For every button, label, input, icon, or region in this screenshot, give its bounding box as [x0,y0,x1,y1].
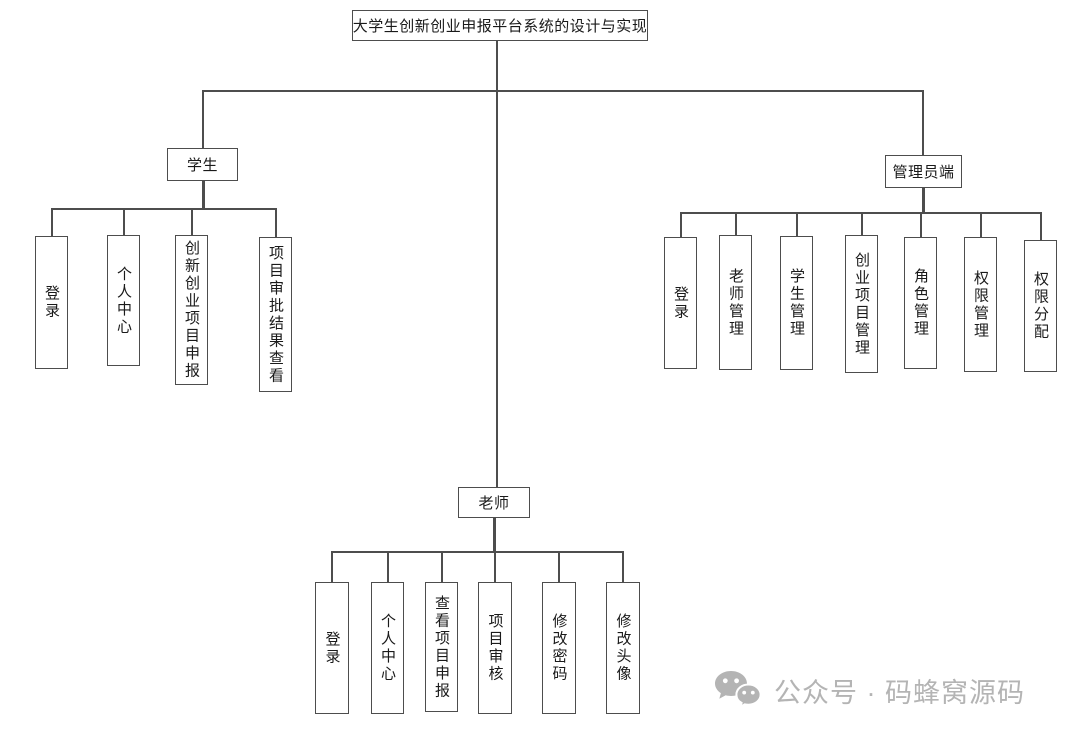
node-label: 学生管理 [788,268,805,338]
node-admin-student-management: 学生管理 [780,236,813,370]
connector-line [123,208,125,235]
node-admin: 管理员端 [885,155,962,188]
node-teacher-login: 登录 [315,582,349,714]
connector-line [493,518,496,552]
connector-line [558,551,560,582]
node-admin-teacher-management: 老师管理 [719,235,752,370]
node-teacher: 老师 [458,487,530,518]
node-teacher-personal-center: 个人中心 [371,582,404,714]
node-teacher-change-password: 修改密码 [542,582,576,714]
node-teacher-project-review: 项目审核 [478,582,512,714]
node-label: 修改密码 [550,613,568,683]
node-label: 项目审核 [486,613,504,683]
node-label: 创新创业项目申报 [183,240,200,380]
node-label: 登录 [672,285,689,321]
connector-line [202,181,205,209]
node-teacher-label: 老师 [478,495,510,512]
connector-line [51,208,277,210]
connector-line [202,90,924,92]
node-root-label: 大学生创新创业申报平台系统的设计与实现 [352,18,648,35]
connector-line [922,188,925,213]
node-admin-permission-assignment: 权限分配 [1024,240,1057,372]
node-label: 项目审批结果查看 [267,244,284,385]
node-label: 权限管理 [972,269,989,340]
connector-line [920,212,922,237]
node-label: 登录 [43,285,60,320]
connector-line [331,551,623,553]
connector-line [622,551,624,582]
connector-line [1040,212,1042,240]
node-admin-login: 登录 [664,237,697,369]
connector-line [202,90,204,148]
node-admin-venture-project-management: 创业项目管理 [845,235,878,373]
node-student-project-apply: 创新创业项目申报 [175,235,208,385]
connector-line [496,41,498,487]
node-label: 个人中心 [115,265,132,336]
node-teacher-view-project-apply: 查看项目申报 [425,582,458,712]
node-student-approval-result-view: 项目审批结果查看 [259,237,292,392]
node-admin-label: 管理员端 [892,164,955,181]
node-label: 权限分配 [1032,271,1049,341]
node-student-personal-center: 个人中心 [107,235,140,366]
wechat-icon [714,670,762,711]
node-root: 大学生创新创业申报平台系统的设计与实现 [352,10,648,41]
connector-line [51,208,53,236]
node-student: 学生 [167,148,238,181]
connector-line [191,208,193,235]
node-label: 个人中心 [379,613,396,683]
watermark-text: 公众号 · 码蜂窝源码 [774,678,1025,708]
connector-line [387,551,389,582]
node-admin-role-management: 角色管理 [904,237,937,369]
node-student-label: 学生 [186,157,218,174]
connector-line [861,212,863,235]
connector-line [494,551,496,582]
connector-line [331,551,333,582]
node-admin-permission-management: 权限管理 [964,237,997,372]
node-label: 修改头像 [614,613,632,683]
node-student-login: 登录 [35,236,68,369]
node-label: 老师管理 [727,267,744,338]
connector-line [275,208,277,237]
connector-line [680,212,682,237]
connector-line [735,212,737,235]
node-label: 创业项目管理 [853,251,870,357]
connector-line [980,212,982,237]
node-label: 查看项目申报 [433,594,450,700]
connector-line [796,212,798,236]
connector-line [922,90,924,155]
node-label: 登录 [323,630,341,666]
connector-line [441,551,443,582]
watermark: 公众号 · 码蜂窝源码 [714,670,1025,711]
node-label: 角色管理 [912,268,929,338]
node-teacher-change-avatar: 修改头像 [606,582,640,714]
connector-line [680,212,1041,214]
